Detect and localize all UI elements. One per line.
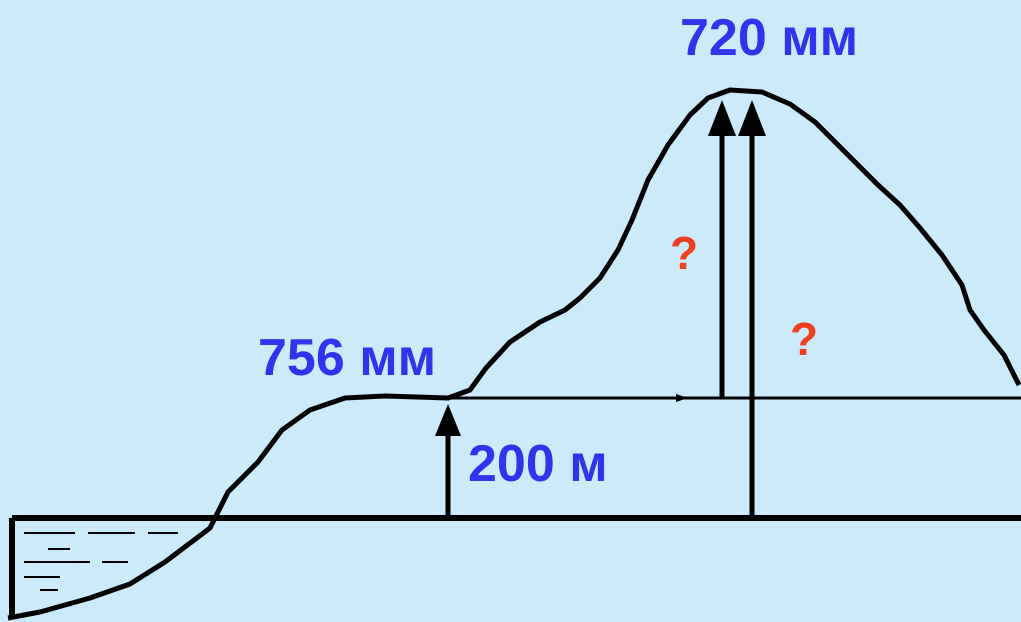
question-mark-left: ? xyxy=(670,227,699,279)
arrow-200m-head xyxy=(435,404,461,436)
arrow-summit-from-200m-head xyxy=(708,100,736,136)
arrow-summit-from-sea-head xyxy=(738,100,766,136)
base-pressure-label: 756 мм xyxy=(258,329,437,387)
water-waves xyxy=(24,532,178,591)
base-height-label: 200 м xyxy=(468,435,608,493)
question-mark-right: ? xyxy=(790,313,819,365)
summit-pressure-label: 720 мм xyxy=(680,9,859,67)
level-line-arrow-tip xyxy=(676,394,688,402)
mountain-profile xyxy=(7,87,1021,621)
